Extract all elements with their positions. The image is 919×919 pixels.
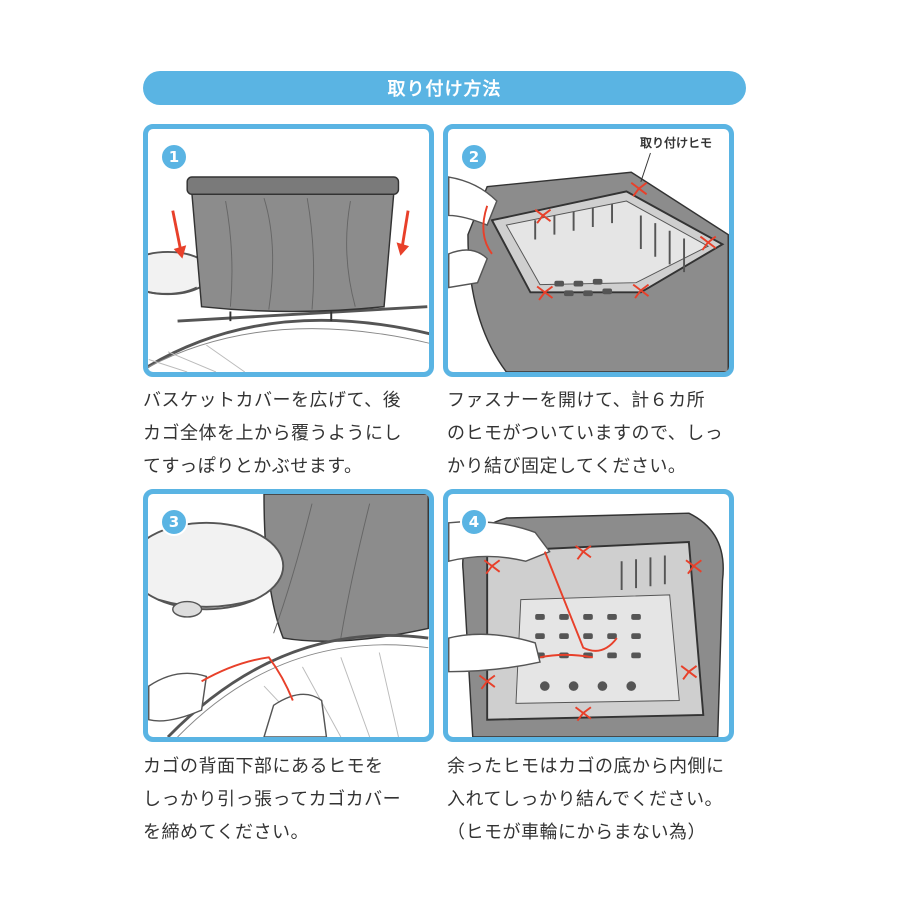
step-1-illustration: 1	[143, 124, 434, 377]
step-4-badge: 4	[460, 508, 488, 536]
step-3-caption: カゴの背面下部にあるヒモを しっかり引っ張ってカゴカバー を締めてください。	[143, 756, 402, 843]
step-2-illustration: 2	[443, 124, 734, 377]
step-3-badge: 3	[160, 508, 188, 536]
step-3-illustration: 3	[143, 489, 434, 742]
step-1-badge: 1	[160, 143, 188, 171]
basket-strings-icon	[448, 152, 729, 372]
step-1-caption: バスケットカバーを広げて、後 カゴ全体を上から覆うようにし てすっぽりとかぶせま…	[143, 390, 402, 477]
step-4-caption: 余ったヒモはカゴの底から内側に 入れてしっかり結んでください。 （ヒモが車輪にか…	[447, 756, 725, 843]
tie-string-icon	[448, 512, 724, 737]
step-2-caption: ファスナーを開けて、計６カ所 のヒモがついていますので、しっ かり結び固定してく…	[447, 390, 724, 477]
string-callout-label: 取り付けヒモ	[640, 136, 713, 150]
step-2-badge: 2	[460, 143, 488, 171]
pull-string-icon	[148, 494, 429, 737]
basket-cover-drop-icon	[148, 176, 429, 372]
step-4-illustration: 4	[443, 489, 734, 742]
section-title: 取り付け方法	[143, 71, 746, 105]
